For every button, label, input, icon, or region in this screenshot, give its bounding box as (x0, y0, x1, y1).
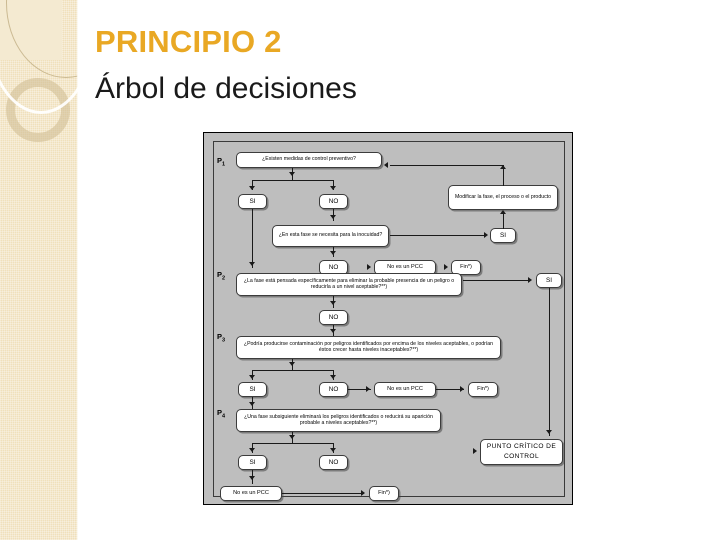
slide-subtitle: Árbol de decisiones (95, 72, 357, 105)
terminal-box-modify[interactable]: Modificar la fase, el proceso o el produ… (448, 185, 558, 210)
terminal-box-not-ccp-2[interactable]: No es un PCC (374, 382, 436, 397)
arrow-right-not-ccp-1 (367, 264, 371, 270)
arrow-down-p3-si (249, 375, 255, 379)
arrow-down-si-p4 (249, 476, 255, 480)
arrow-right-no-p3 (366, 386, 370, 392)
slide-title: PRINCIPIO 2 (95, 24, 282, 59)
arrow-right-fin-3 (361, 490, 365, 496)
arrow-down-p3-stem (289, 362, 295, 366)
connector-not-ccp-3-right (282, 493, 364, 495)
arrow-up-si-safety (500, 210, 506, 214)
arrow-down-p3-no (330, 375, 336, 379)
terminal-box-not-ccp-3[interactable]: No es un PCC (220, 486, 282, 501)
arrow-right-p2-si (528, 277, 532, 283)
arrow-right-ccp (473, 448, 477, 454)
answer-box-no-p1[interactable]: NO (319, 194, 348, 209)
arrow-down-no-p1 (330, 215, 336, 219)
connector-modify-up (503, 165, 505, 186)
connector-no-p3-right (348, 389, 371, 391)
decision-tree-diagram: P1 P2 P3 P4 ¿Existen medidas de control … (203, 132, 573, 505)
arrow-right-fin-1 (444, 264, 448, 270)
answer-box-no-p2[interactable]: NO (319, 310, 348, 325)
terminal-box-fin-3[interactable]: Fin*) (369, 486, 399, 501)
question-box-p1-safety[interactable]: ¿En esta fase se necesita para la inocui… (272, 225, 389, 247)
connector-p3-split-bar (252, 370, 334, 372)
arrow-down-si-p3 (249, 402, 255, 406)
answer-box-si-p1-safety[interactable]: SI (490, 228, 516, 243)
stage-label-p4: P4 (217, 408, 226, 420)
connector-modify-to-p1 (390, 165, 504, 167)
band-edge-highlight (77, 0, 78, 540)
answer-box-si-p1[interactable]: SI (238, 194, 267, 209)
arrow-down-p1-no (330, 186, 336, 190)
arrow-down-p4-stem (289, 435, 295, 439)
arrow-left-to-p1 (384, 162, 388, 168)
connector-si-p1-down (252, 209, 254, 268)
arrow-down-si-p2 (546, 430, 552, 434)
arrow-down-p4-no (330, 448, 336, 452)
arrow-down-p4-si (249, 448, 255, 452)
arrow-down-si-p1 (249, 262, 255, 266)
connector-p1-split-bar (252, 180, 334, 182)
stage-label-p1: P1 (217, 156, 226, 168)
connector-p2-to-si (463, 280, 529, 282)
stage-label-p3: P3 (217, 332, 226, 344)
arrow-right-fin-2 (460, 386, 464, 392)
connector-p4-split-bar (252, 443, 334, 445)
decorative-side-band (0, 0, 78, 540)
diagram-inner-frame: P1 P2 P3 P4 ¿Existen medidas de control … (213, 141, 565, 501)
connector-si-safety-up (503, 212, 505, 229)
answer-box-no-p4[interactable]: NO (319, 455, 348, 470)
arrow-down-safety-no (330, 251, 336, 255)
connector-p1-to-no (333, 180, 335, 190)
arrow-down-no-p2 (330, 329, 336, 333)
question-box-p3[interactable]: ¿Podría producirse contaminación por pel… (236, 336, 501, 359)
question-box-p1[interactable]: ¿Existen medidas de control preventivo? (236, 152, 382, 168)
answer-box-si-p3[interactable]: SI (238, 382, 267, 397)
terminal-box-fin-2[interactable]: Fin*) (468, 382, 498, 397)
answer-box-si-p2[interactable]: SI (536, 273, 562, 288)
connector-p1-to-si (252, 180, 254, 190)
band-right-margin (78, 0, 86, 540)
terminal-box-fin-1[interactable]: Fin*) (451, 260, 481, 275)
arrow-down-p2-no (330, 301, 336, 305)
band-white-arc (0, 0, 78, 114)
arrow-right-safety-si (484, 232, 488, 238)
arrow-down-p1-si (249, 186, 255, 190)
arrow-down-p1-stem (289, 172, 295, 176)
question-box-p4[interactable]: ¿Una fase subsiguiente eliminará los pel… (236, 409, 441, 432)
answer-box-si-p4[interactable]: SI (238, 455, 267, 470)
question-box-p2[interactable]: ¿La fase está pensada específicamente pa… (236, 273, 462, 296)
arrow-up-modify (500, 165, 506, 169)
terminal-box-critical-control-point[interactable]: PUNTO CRÍTICO DE CONTROL (480, 439, 563, 465)
answer-box-no-p3[interactable]: NO (319, 382, 348, 397)
stage-label-p2: P2 (217, 270, 226, 282)
connector-not-ccp-2-right (436, 389, 464, 391)
connector-si-p2-down (549, 288, 551, 436)
connector-safety-to-si (390, 235, 484, 237)
